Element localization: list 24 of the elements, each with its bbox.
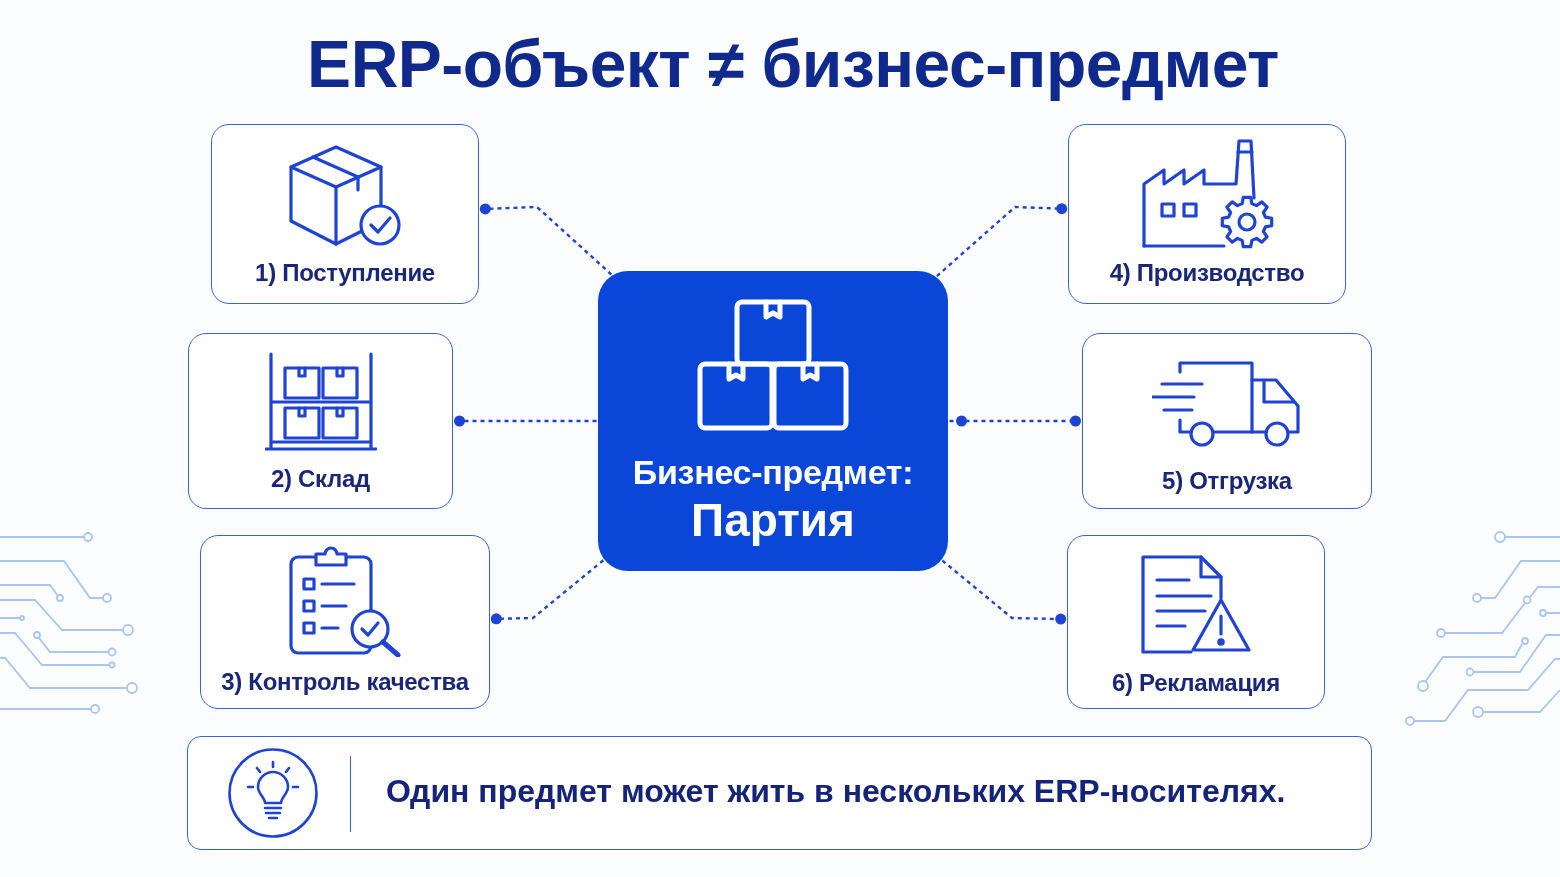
card-label: 3) Контроль качества (221, 667, 469, 697)
hub-title: Партия (691, 493, 855, 547)
dotted-connector (454, 415, 597, 427)
process-card (200, 535, 490, 709)
process-card (188, 333, 453, 509)
hub-heading: Бизнес-предмет: (632, 452, 914, 493)
card-label: 4) Производство (1109, 258, 1305, 288)
dotted-connector (490, 559, 605, 625)
note-text: Один предмет может жить в нескольких ERP-носителях. (386, 772, 1286, 811)
card-label: 6) Рекламация (1111, 668, 1281, 698)
card-label: 5) Отгрузка (1162, 466, 1292, 496)
process-card (1067, 535, 1325, 709)
dotted-connector (941, 559, 1067, 625)
process-card (1082, 333, 1372, 509)
process-card (211, 124, 479, 304)
dotted-connector (936, 203, 1068, 277)
card-label: 2) Склад (270, 464, 371, 494)
hub-box (598, 271, 948, 571)
note-bar (187, 736, 1372, 850)
dotted-connector (949, 415, 1081, 427)
process-card (1068, 124, 1346, 304)
diagram-title: ERP-объект ≠ бизнес-предмет (307, 26, 1279, 103)
card-label: 1) Поступление (255, 258, 435, 288)
dotted-connector (479, 203, 613, 276)
